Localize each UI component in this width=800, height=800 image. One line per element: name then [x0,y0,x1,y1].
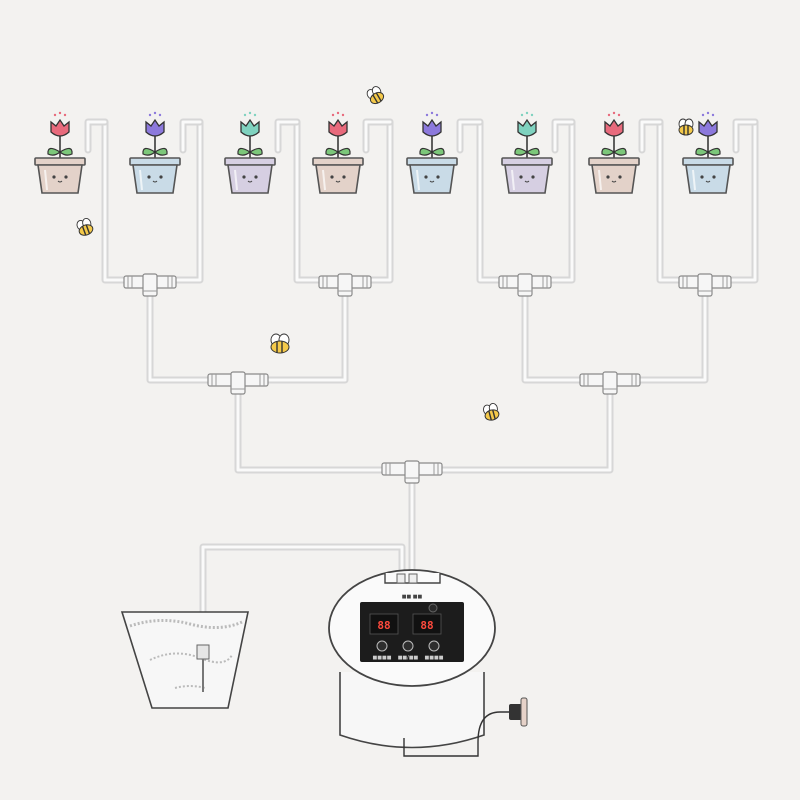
tee-connector [678,273,732,297]
tee-connectors [123,273,732,484]
pot-body [409,164,455,194]
leaf-icon [47,147,62,156]
left-display: 88 [377,619,390,632]
right-display: 88 [420,619,433,632]
pot-body [227,164,273,194]
leaf-icon [695,147,710,156]
pot-5 [406,111,458,194]
duration-label: ■■■■ [425,655,444,661]
tulip-icon [517,118,537,137]
bee-icons [76,86,694,421]
leaf-icon [336,147,351,156]
bee-icon [366,86,385,105]
power-cable [403,697,528,757]
filter-head-icon [196,644,210,660]
interval-button[interactable] [376,640,388,652]
tulip-icon [50,118,70,137]
tee-connector [123,273,177,297]
leaf-icon [514,147,529,156]
bee-icon [678,118,694,136]
water-bucket [120,611,249,709]
leaf-icon [58,147,73,156]
leaf-icon [612,147,627,156]
manual-label: ■■/■■ [398,655,419,661]
duration-button[interactable] [428,640,440,652]
pot-body [504,164,550,194]
tee-connector [318,273,372,297]
tulip-icon [328,118,348,137]
pot-body [591,164,637,194]
tee-connector [207,371,269,395]
tulip-icon [240,118,260,137]
pot-2 [129,111,181,194]
pot-body [685,164,731,194]
power-dot-icon [428,603,438,613]
pump-controller: ■■ ■■ 88 88 ■■■■ ■■/■■ ■■■■ [328,569,496,749]
manual-button[interactable] [402,640,414,652]
leaf-icon [153,147,168,156]
tulip-icon [604,118,624,137]
leaf-icon [142,147,157,156]
interval-label: ■■■■ [373,655,392,661]
pot-body [37,164,83,194]
tulip-icon [698,118,718,137]
pot-body [315,164,361,194]
flower-pots [34,111,734,194]
plug-icon [509,704,522,720]
leaf-icon [430,147,445,156]
bee-icon [270,333,290,354]
pot-6 [501,111,553,194]
leaf-icon [601,147,616,156]
bee-icon [76,217,94,236]
pot-7 [588,111,640,194]
tee-connector [381,460,443,484]
leaf-icon [325,147,340,156]
tee-connector [498,273,552,297]
leaf-icon [419,147,434,156]
panel-top-label: ■■ ■■ [402,594,423,600]
pot-1 [34,111,86,194]
leaf-icon [248,147,263,156]
bee-icon [483,403,500,421]
tulip-icon [422,118,442,137]
pot-body [132,164,178,194]
leaf-icon [525,147,540,156]
tulip-icon [145,118,165,137]
leaf-icon [237,147,252,156]
tee-connector [579,371,641,395]
pot-8 [682,111,734,194]
pot-3 [224,111,276,194]
pot-4 [312,111,364,194]
leaf-icon [706,147,721,156]
